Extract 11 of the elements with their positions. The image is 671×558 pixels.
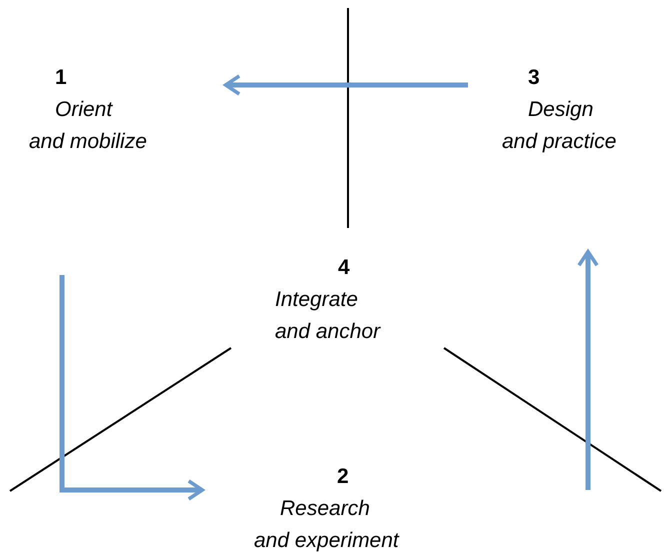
step-number: 4 [338, 255, 350, 281]
arrow [577, 250, 599, 490]
step-number: 3 [528, 65, 540, 91]
step-label: Design and practice [502, 97, 618, 155]
step-label: Integrate and anchor [275, 287, 382, 345]
step-number: 1 [55, 65, 67, 91]
arrow [224, 74, 468, 96]
step-label: Research and experiment [254, 496, 400, 554]
step-number: 2 [337, 464, 349, 490]
arrow [60, 275, 204, 501]
step-label: Orient and mobilize [29, 97, 148, 155]
